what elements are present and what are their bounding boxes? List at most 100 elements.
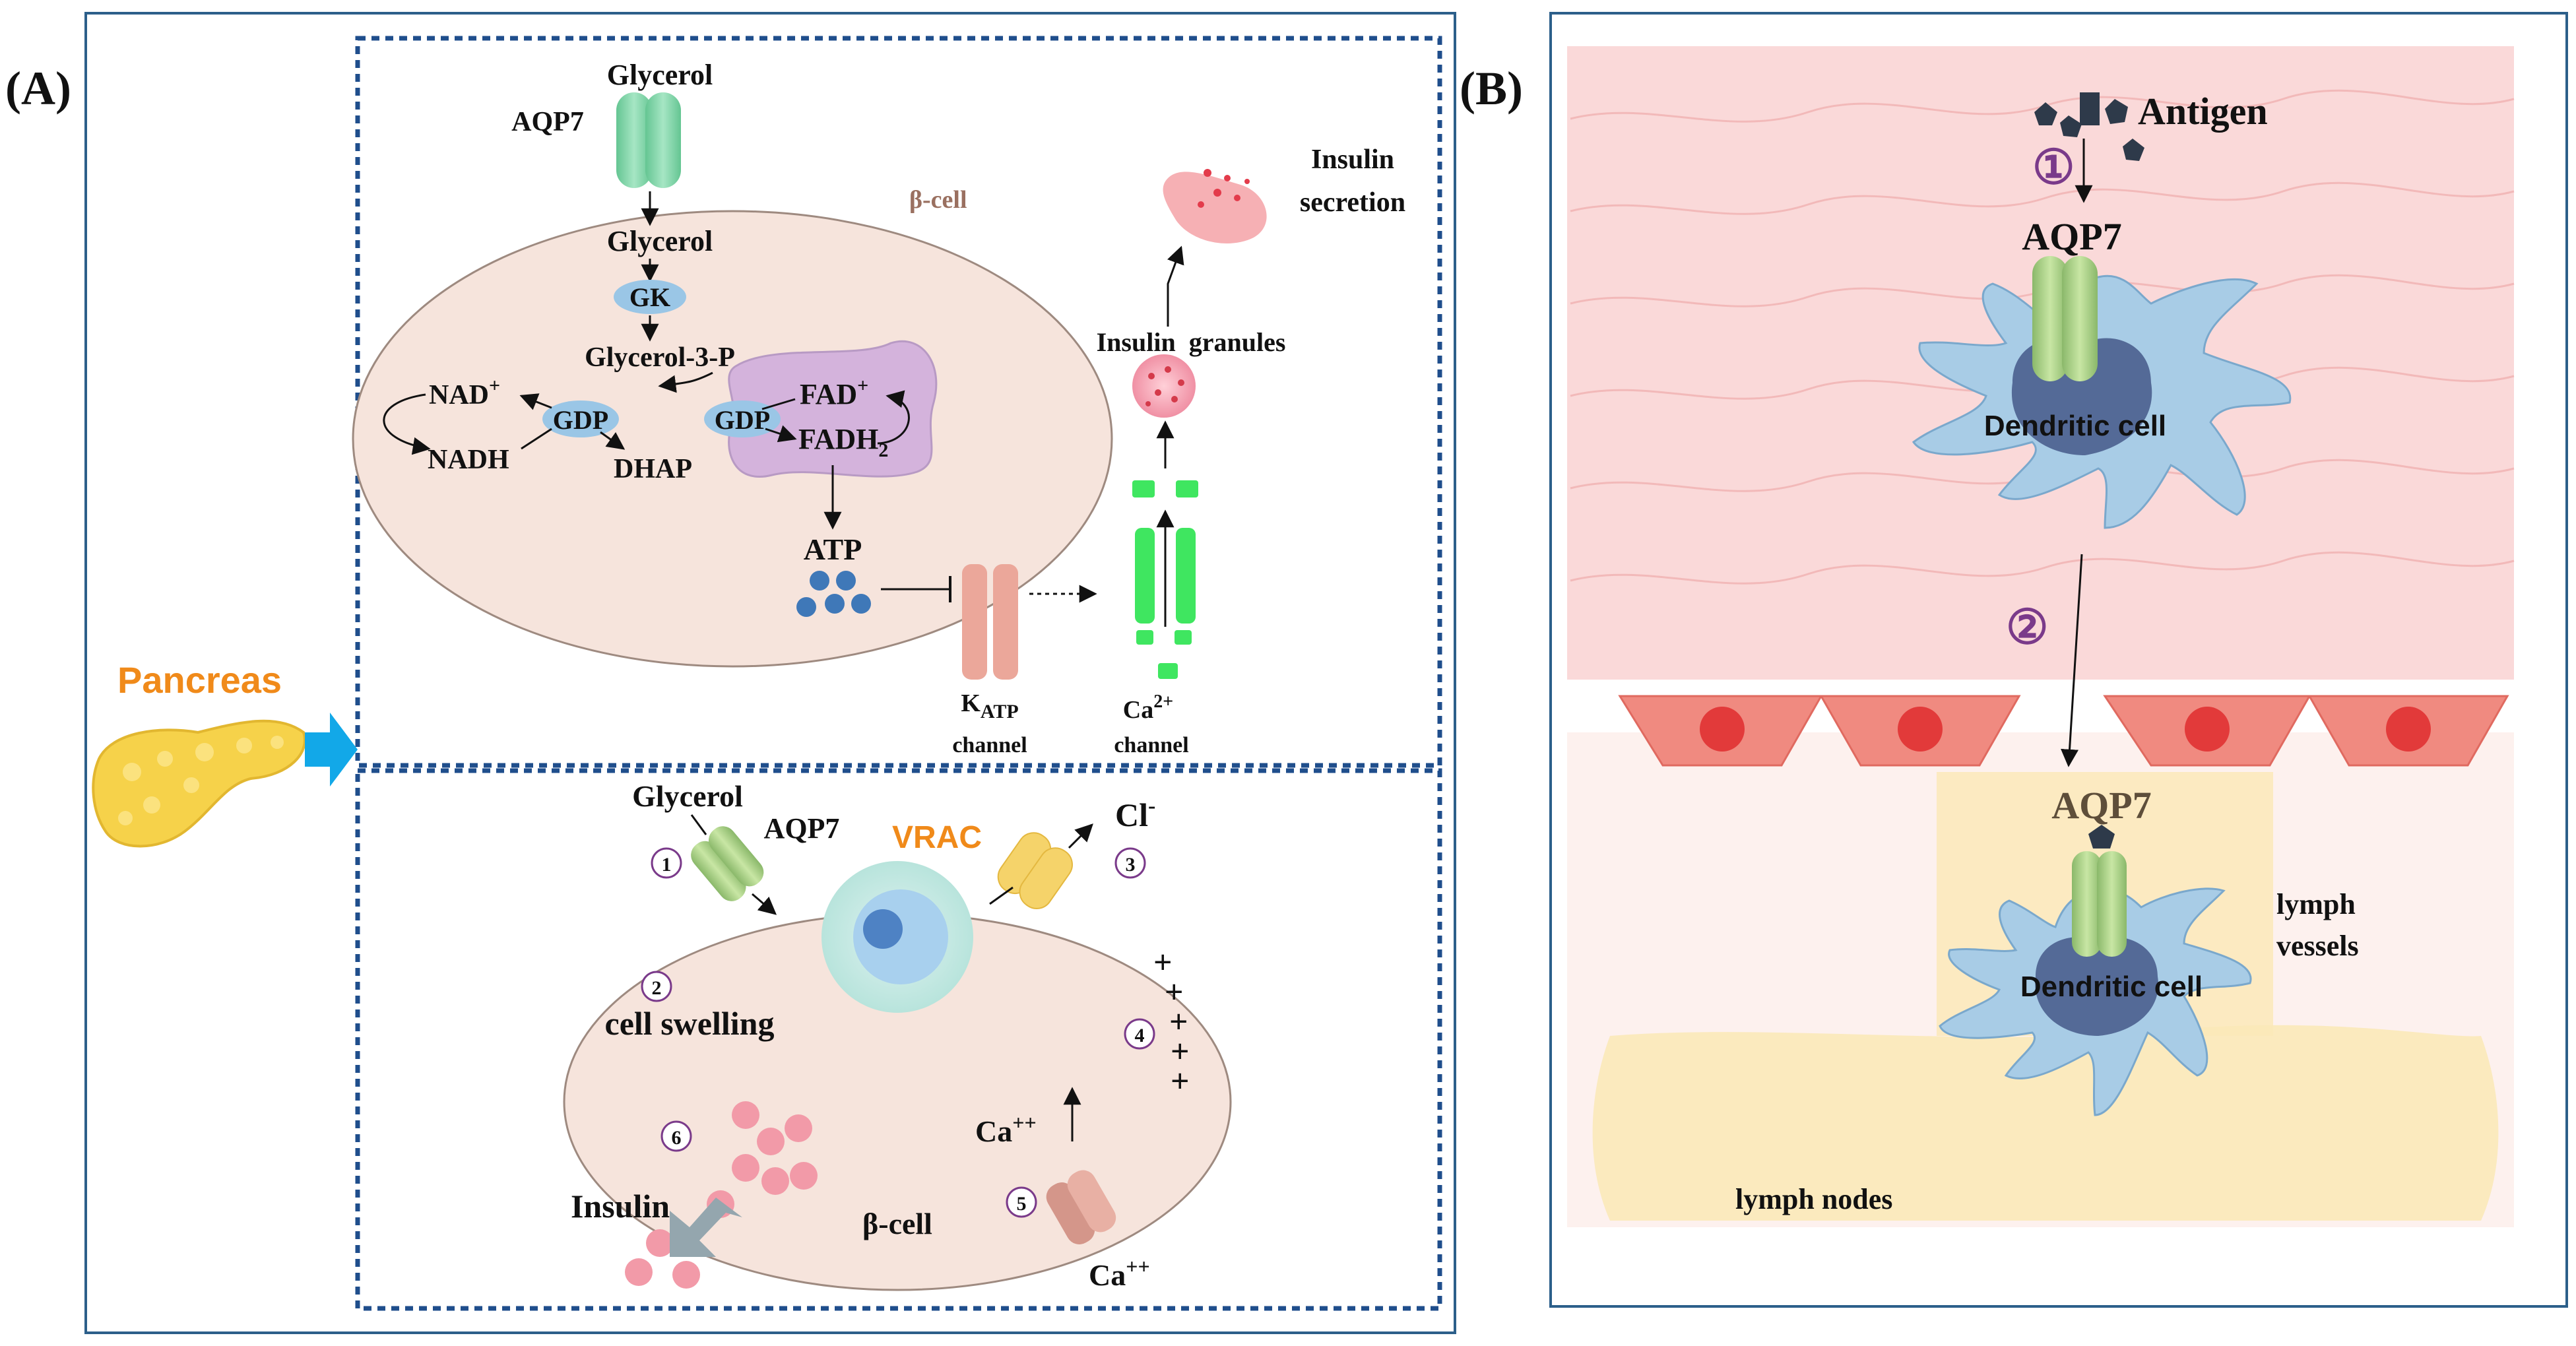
- step-marker-5: 5: [1006, 1186, 1037, 1218]
- calcium-channel-icon: [1132, 480, 1198, 679]
- svg-text:2: 2: [652, 977, 662, 999]
- step-marker-4: 4: [1124, 1018, 1155, 1050]
- step-marker-1: 1: [651, 847, 682, 879]
- aquaporin-b-top-icon: [2032, 256, 2098, 381]
- ca-bottom-outer-label: Ca++: [1089, 1254, 1150, 1292]
- glycerol3p-label: Glycerol-3-P: [585, 342, 735, 373]
- bottom-dashed-box: [355, 768, 1442, 1311]
- nad-label: NAD+: [429, 375, 500, 410]
- gdp-enzyme-left-icon: [542, 401, 619, 437]
- plus-2: +: [1165, 973, 1184, 1010]
- antigen-label: Antigen: [2138, 90, 2268, 133]
- arrow-nadh-gdp: [521, 428, 552, 450]
- step-marker-3: 3: [1114, 847, 1146, 879]
- panel-a: (A) Pancreas β-cell Glycerol AQP7 Glycer…: [5, 12, 1456, 1334]
- arrow-vrac-in: [989, 886, 1014, 905]
- dendritic-top-label: Dendritic cell: [1984, 410, 2166, 442]
- charge-plus-signs: + + + + +: [1153, 944, 1190, 1099]
- plus-3: +: [1169, 1003, 1188, 1040]
- cell-swelling-label: cell swelling: [605, 1005, 775, 1042]
- glycerol-out-label: Glycerol: [607, 59, 713, 91]
- insulin-granule-icon: [1132, 354, 1196, 418]
- antigen-icon: [2034, 92, 2144, 161]
- arrow-nad-cycle: [383, 393, 431, 455]
- nadh-label: NADH: [428, 445, 509, 475]
- arrow-aqp7-in: [752, 893, 777, 915]
- svg-text:4: 4: [1135, 1025, 1145, 1046]
- aqp7-b-bottom-label: AQP7: [2051, 784, 2151, 827]
- dhap-label: DHAP: [614, 454, 692, 484]
- panel-a-frame: [84, 12, 1456, 1334]
- ca-channel-label: channel: [1114, 733, 1188, 757]
- plus-4: +: [1171, 1033, 1190, 1070]
- insulin-release-arrow-icon: [670, 1198, 742, 1257]
- insulin-secretion-label-1: Insulin: [1311, 144, 1394, 175]
- arrow-gdp-fad: [761, 398, 796, 410]
- panel-b-label: (B): [1460, 62, 1523, 115]
- arrow-dc-lymph: [2061, 554, 2083, 767]
- arrow-right-icon: [305, 713, 358, 786]
- arrow-g3p-gdp: [658, 371, 713, 393]
- katp-channel-icon: [962, 564, 1018, 680]
- pancreas-label: Pancreas: [117, 659, 282, 701]
- endothelial-cell-icon: [1618, 695, 2509, 767]
- antigen-bound-icon: [2088, 825, 2115, 849]
- ca-channel-ca-label: Ca2+: [1123, 691, 1173, 724]
- lymph-vessels-label-2: vessels: [2276, 930, 2359, 962]
- svg-text:5: 5: [1017, 1193, 1027, 1215]
- svg-text:6: 6: [672, 1127, 682, 1149]
- plus-5: +: [1171, 1062, 1190, 1099]
- svg-text:1: 1: [662, 854, 672, 876]
- arrow-gdp-dhap: [600, 431, 626, 450]
- arrow-gdp-fadh2: [765, 425, 797, 443]
- plus-1: +: [1153, 944, 1173, 980]
- vrac-label: VRAC: [892, 820, 982, 855]
- calcium-channel-bottom-icon: [1046, 1170, 1116, 1244]
- lymph-node-region: [1592, 1025, 2499, 1221]
- insulin-bottom-label: Insulin: [571, 1188, 670, 1225]
- dendritic-bottom-label: Dendritic cell: [2020, 971, 2203, 1003]
- glycerol-bottom-label: Glycerol: [632, 779, 743, 813]
- aquaporin-b-bottom-icon: [2072, 851, 2127, 957]
- vrac-channel-icon: [997, 832, 1073, 909]
- gk-label: GK: [629, 282, 670, 312]
- arrow-glycerol-aqp7: [690, 814, 707, 835]
- aqp7-b-top-label: AQP7: [2022, 215, 2121, 258]
- aqp7-top-label: AQP7: [511, 107, 584, 137]
- aqp7-bottom-label: AQP7: [764, 812, 840, 845]
- secretory-vesicle-icon: [1163, 169, 1267, 243]
- glycerol-in-label: Glycerol: [607, 225, 713, 257]
- insulin-secretion-label-2: secretion: [1300, 187, 1405, 218]
- nucleus-icon: [863, 909, 903, 949]
- lymph-vessels-label-1: lymph: [2276, 888, 2356, 920]
- fadh2-label: FADH2: [798, 423, 888, 461]
- arrow-gdp-nad: [519, 393, 552, 410]
- top-dashed-box: [355, 36, 1442, 768]
- panel-a-label: (A): [5, 62, 71, 115]
- gdp-right-label: GDP: [715, 405, 770, 435]
- katp-channel-label: channel: [952, 733, 1027, 757]
- step-marker-2: 2: [641, 971, 672, 1002]
- insulin-cluster-icon: [625, 1101, 818, 1289]
- pancreas-texture: [118, 736, 284, 825]
- panel-b: (B): [1460, 12, 2568, 1308]
- atp-label: ATP: [804, 532, 862, 566]
- arrow-fad-cycle: [877, 390, 910, 445]
- dendritic-nucleus-bottom: [2035, 937, 2158, 1036]
- beta-cell-bottom-label: β-cell: [862, 1207, 932, 1240]
- step-2-marker: ②: [2006, 601, 2049, 654]
- katp-label: KATP: [961, 689, 1018, 722]
- insulin-granules-label: Insulin granules: [1097, 327, 1286, 357]
- gk-enzyme-icon: [614, 280, 686, 314]
- atp-dots-icon: [796, 571, 871, 617]
- fad-label: FAD+: [800, 375, 868, 410]
- gdp-enzyme-right-icon: [704, 401, 781, 437]
- cl-label: Cl-: [1115, 794, 1155, 833]
- lymph-nodes-label: lymph nodes: [1735, 1183, 1892, 1215]
- step-marker-6: 6: [660, 1120, 692, 1152]
- svg-text:3: 3: [1126, 854, 1136, 876]
- aquaporin-bottom-icon: [691, 826, 764, 901]
- aquaporin-channel-icon: [616, 92, 681, 188]
- arrow-granules-secretion: [1167, 245, 1184, 327]
